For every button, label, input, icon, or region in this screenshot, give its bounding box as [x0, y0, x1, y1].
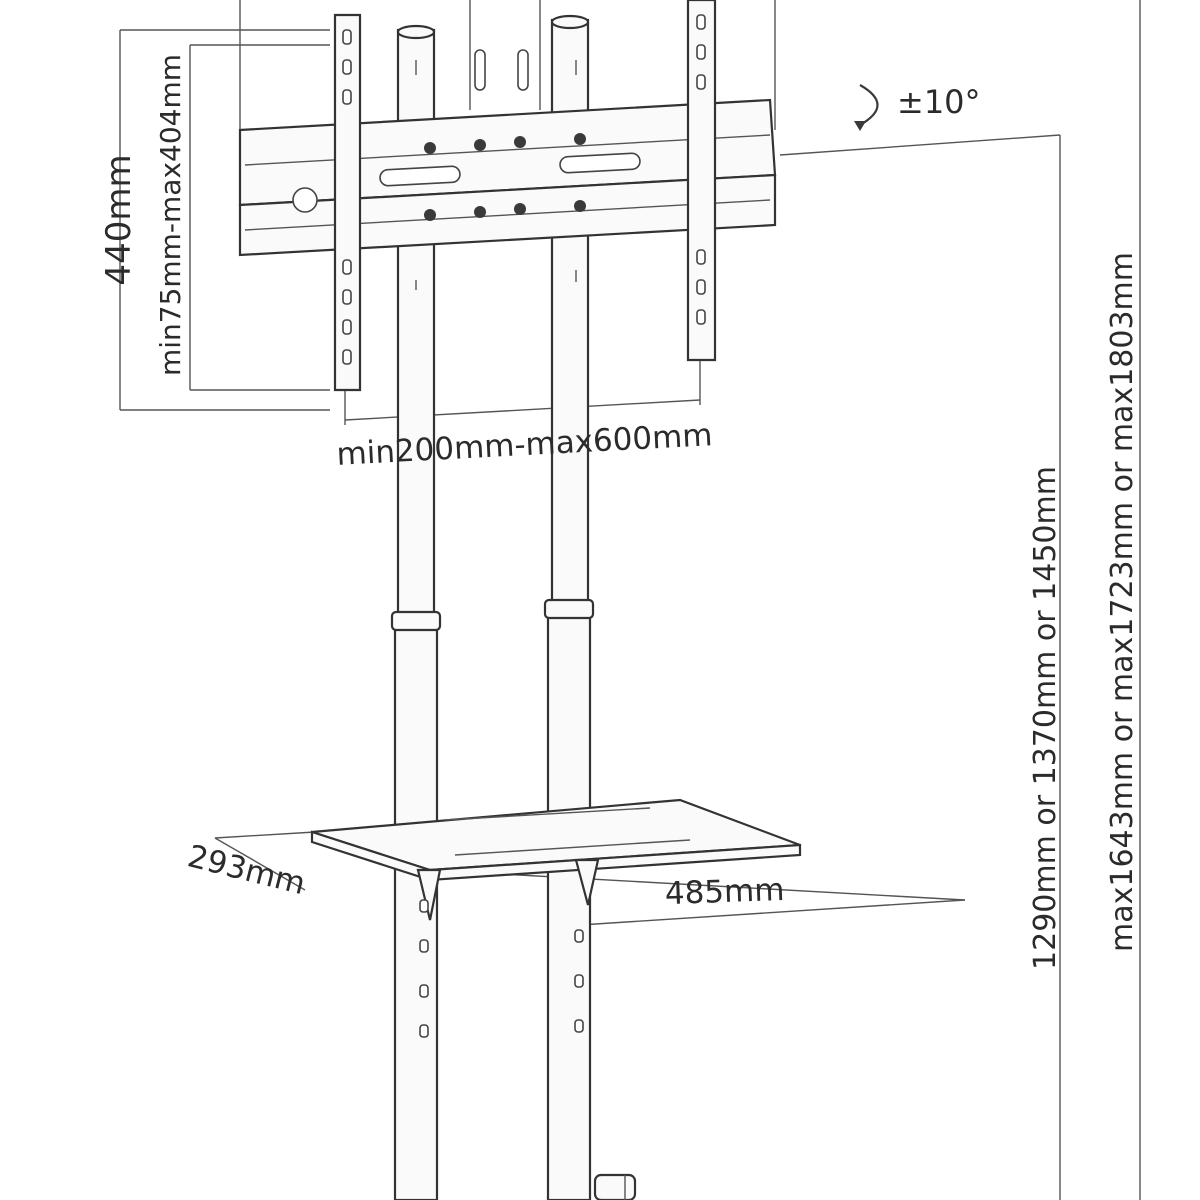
vesa-vertical-label: min75mm-max404mm — [154, 54, 187, 376]
pole-adjustment-holes — [419, 899, 584, 1038]
left-vesa-bracket — [333, 13, 362, 392]
vesa-horizontal-label: min200mm-max600mm — [336, 417, 714, 473]
max-height-options-label: max1643mm or max1723mm or max1803mm — [1105, 252, 1140, 952]
dimension-lines — [119, 0, 1141, 1200]
tilt-label: ±10° — [897, 83, 981, 121]
vesa-brackets — [333, 0, 717, 392]
tilt-arrow-icon — [854, 84, 879, 131]
shelf — [310, 798, 802, 921]
right-vesa-bracket — [686, 0, 717, 362]
height-options-label: 1290mm or 1370mm or 1450mm — [1028, 466, 1063, 970]
shelf-depth-label: 293mm — [184, 838, 309, 902]
right-upper-pole — [550, 18, 590, 612]
shelf-width-label: 485mm — [664, 872, 785, 912]
base-bracket — [593, 1173, 637, 1200]
mount-height-label: 440mm — [99, 154, 139, 285]
right-lower-pole — [546, 603, 592, 1200]
mounting-rails — [238, 98, 777, 257]
left-upper-pole — [396, 28, 436, 617]
